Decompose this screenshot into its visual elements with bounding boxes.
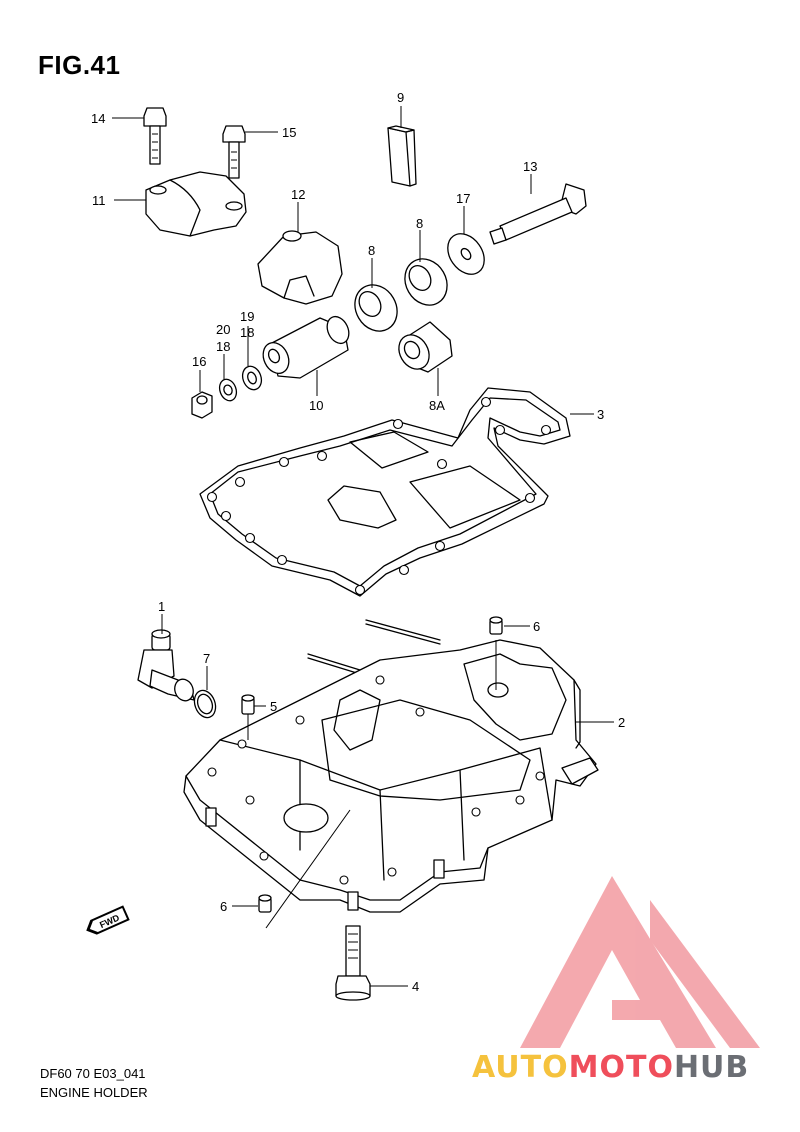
bolt-15 bbox=[222, 125, 246, 179]
washer-18-20 bbox=[218, 378, 238, 402]
model-code: DF60 70 E03_041 bbox=[40, 1066, 146, 1081]
callout-1: 1 bbox=[158, 599, 165, 614]
leader-lines bbox=[112, 106, 614, 987]
watermark-text: AUTOMOTOHUB bbox=[472, 1050, 749, 1085]
figure-caption: ENGINE HOLDER bbox=[40, 1085, 148, 1100]
callout-18-left: 18 bbox=[216, 339, 230, 354]
callout-6-lower: 6 bbox=[220, 899, 227, 914]
callout-18-right: 18 bbox=[240, 325, 254, 340]
callout-2: 2 bbox=[618, 715, 625, 730]
bolt-13 bbox=[489, 183, 587, 245]
fwd-badge: FWD bbox=[86, 905, 130, 935]
callout-8-lower: 8 bbox=[368, 243, 375, 258]
dowel-pin-6-lower bbox=[258, 894, 272, 913]
callout-8-upper: 8 bbox=[416, 216, 423, 231]
callout-20: 20 bbox=[216, 322, 230, 337]
bolt-14 bbox=[143, 107, 167, 165]
fitting-1 bbox=[137, 629, 195, 702]
callout-16: 16 bbox=[192, 354, 206, 369]
figure-footer: DF60 70 E03_041 ENGINE HOLDER bbox=[40, 1064, 148, 1102]
watermark-hub: HUB bbox=[673, 1050, 750, 1085]
dowel-pin-5 bbox=[241, 694, 255, 715]
watermark-logo bbox=[520, 876, 760, 1048]
lower-holder-12 bbox=[257, 230, 343, 305]
dowel-pin-6-upper bbox=[489, 616, 503, 635]
callout-5: 5 bbox=[270, 699, 277, 714]
callout-13: 13 bbox=[523, 159, 537, 174]
bolt-4 bbox=[335, 925, 371, 1001]
clip-9 bbox=[387, 125, 417, 187]
callout-14: 14 bbox=[91, 111, 105, 126]
callout-labels: 14 15 9 11 12 13 17 8 8 19 20 18 18 16 1… bbox=[91, 90, 625, 994]
seal-8-lower bbox=[354, 284, 398, 332]
engine-holder-2 bbox=[183, 619, 599, 913]
callout-17: 17 bbox=[456, 191, 470, 206]
callout-7: 7 bbox=[203, 651, 210, 666]
callout-4: 4 bbox=[412, 979, 419, 994]
rubber-mount-10 bbox=[262, 315, 350, 379]
o-ring-7 bbox=[193, 689, 217, 719]
watermark-moto: MOTO bbox=[568, 1050, 674, 1085]
watermark-auto: AUTO bbox=[472, 1050, 569, 1085]
callout-8a: 8A bbox=[429, 398, 445, 413]
washer-18-19 bbox=[241, 365, 263, 391]
washer-17 bbox=[447, 233, 485, 275]
callout-3: 3 bbox=[597, 407, 604, 422]
figure-title: FIG.41 bbox=[38, 50, 121, 80]
seal-8-upper bbox=[404, 258, 448, 306]
upper-holder-11 bbox=[145, 171, 247, 237]
callout-15: 15 bbox=[282, 125, 296, 140]
callout-10: 10 bbox=[309, 398, 323, 413]
callout-9: 9 bbox=[397, 90, 404, 105]
callout-12: 12 bbox=[291, 187, 305, 202]
nut-16 bbox=[191, 391, 213, 419]
callout-6-upper: 6 bbox=[533, 619, 540, 634]
callout-19: 19 bbox=[240, 309, 254, 324]
gasket-3 bbox=[199, 387, 571, 597]
callout-11: 11 bbox=[92, 193, 106, 208]
mount-8a bbox=[398, 321, 453, 373]
